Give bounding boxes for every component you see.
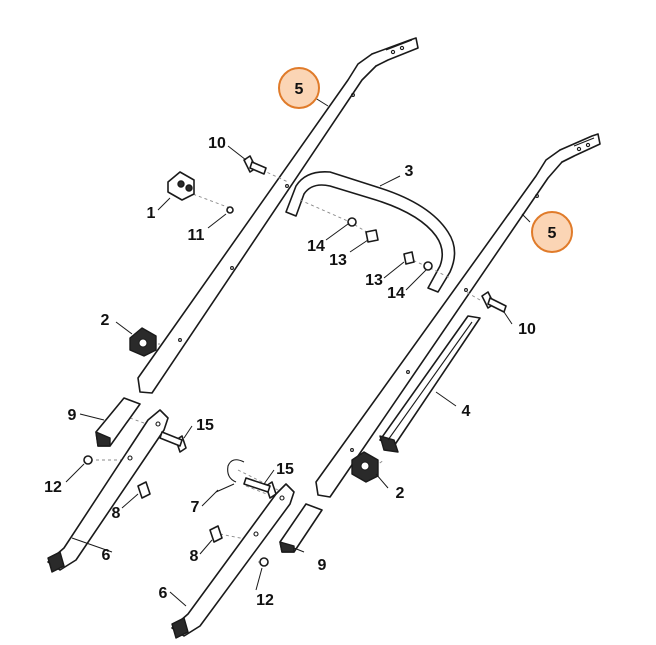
callout-10-right: 10 — [518, 321, 536, 338]
callout-8-left: 8 — [112, 505, 121, 522]
handle-tube-left — [137, 37, 419, 394]
callout-2-left: 2 — [101, 312, 110, 329]
knob-left — [129, 327, 157, 357]
callout-6-right: 6 — [159, 585, 168, 602]
callout-10-left: 10 — [208, 135, 226, 152]
washers-nuts — [347, 217, 433, 271]
cross-bar — [285, 170, 456, 293]
cable-guide — [379, 315, 481, 453]
callout-14-right: 14 — [387, 285, 405, 302]
callout-numbers: 10 10 3 1 11 14 13 13 14 2 2 4 9 9 15 15… — [44, 135, 536, 609]
screw-8-left — [137, 481, 151, 499]
screw-left — [243, 155, 267, 175]
callout-label: 5 — [548, 225, 557, 242]
handle-tube-right — [315, 133, 601, 498]
callout-9-left: 9 — [68, 407, 77, 424]
nut-part-11 — [226, 206, 234, 214]
leader-lines — [65, 95, 531, 607]
nut-12-left — [83, 455, 93, 465]
screw-8-right — [209, 525, 223, 543]
callout-8-right: 8 — [190, 548, 199, 565]
highlight-circle — [531, 211, 573, 253]
callout-13-right: 13 — [365, 272, 383, 289]
callout-12-left: 12 — [44, 479, 62, 496]
callout-6-left: 6 — [102, 547, 111, 564]
cover-right — [279, 503, 323, 553]
bracket-right — [171, 483, 295, 639]
callout-1: 1 — [147, 205, 156, 222]
callout-13-left: 13 — [329, 252, 347, 269]
callout-3: 3 — [405, 163, 414, 180]
callout-7: 7 — [191, 499, 200, 516]
bracket-left — [47, 409, 169, 573]
highlight-callout-5b[interactable]: 5 — [531, 211, 573, 253]
callout-9-right: 9 — [318, 557, 327, 574]
spring-clip — [215, 459, 245, 493]
callout-label: 5 — [295, 81, 304, 98]
bolt-right — [243, 477, 277, 499]
callout-11: 11 — [188, 227, 205, 244]
callout-14-left: 14 — [307, 238, 325, 255]
highlight-callout-5a[interactable]: 5 — [278, 67, 320, 109]
callout-15-left: 15 — [196, 417, 214, 434]
cover-left — [95, 397, 141, 447]
bolt-left — [159, 431, 187, 453]
nut-12-right — [259, 557, 269, 567]
screw-right — [481, 291, 507, 313]
callout-12-right: 12 — [256, 592, 274, 609]
callout-4: 4 — [462, 403, 471, 420]
highlight-circle — [278, 67, 320, 109]
clamp-part-1 — [167, 171, 195, 201]
callout-15-right: 15 — [276, 461, 294, 478]
callout-2-right: 2 — [396, 485, 405, 502]
